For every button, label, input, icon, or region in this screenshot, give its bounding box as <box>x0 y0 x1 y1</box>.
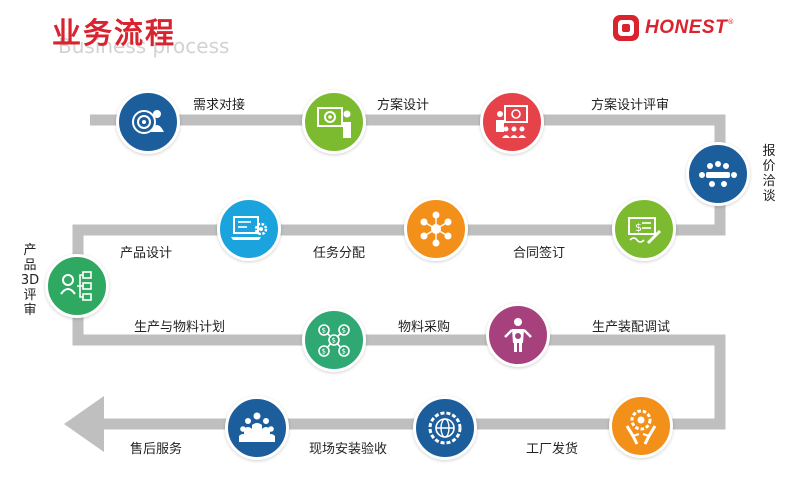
svg-text:$: $ <box>635 221 642 234</box>
presentation-gear-icon <box>317 107 351 138</box>
hands-gear-icon <box>625 409 657 445</box>
step-label-8-char: 产 <box>23 243 37 258</box>
step-label-7: 产品设计 <box>120 246 173 261</box>
step-label-9: 生产与物料计划 <box>134 320 226 335</box>
brand-name: HONEST <box>645 17 728 38</box>
step-label-10: 物料采购 <box>398 320 451 335</box>
step-label-8: 产 品 3D 评 审 <box>20 243 40 318</box>
step-label-4-char: 谈 <box>762 189 776 204</box>
step-label-6: 任务分配 <box>313 246 366 261</box>
svg-text:$: $ <box>342 327 346 335</box>
step-node-10 <box>486 303 550 367</box>
step-label-3: 方案设计评审 <box>591 98 670 113</box>
org-chart-icon <box>60 271 92 301</box>
purchase-person-icon <box>504 318 532 352</box>
svg-text:$: $ <box>322 348 326 356</box>
honest-logo-icon <box>613 15 639 41</box>
team-network-icon <box>420 211 452 247</box>
track-arrowhead <box>64 396 104 452</box>
step-node-3 <box>480 90 544 154</box>
team-group-icon <box>239 412 275 442</box>
track-path <box>72 114 726 430</box>
svg-text:$: $ <box>322 327 326 335</box>
svg-text:$: $ <box>342 348 346 356</box>
step-label-5: 合同签订 <box>513 246 566 261</box>
step-label-8-char: 3D <box>20 273 40 288</box>
step-node-1 <box>116 90 180 154</box>
review-meeting-icon <box>496 105 528 138</box>
step-label-4-char: 洽 <box>762 174 776 189</box>
step-label-8-char: 审 <box>23 303 37 318</box>
step-node-5: $ <box>612 197 676 261</box>
globe-gear-icon <box>428 411 462 445</box>
step-label-1: 需求对接 <box>193 98 246 113</box>
step-node-6 <box>404 197 468 261</box>
money-network-icon: $ $ $ $ $ <box>318 324 350 357</box>
step-node-7 <box>217 197 281 261</box>
page-subtitle: Business process <box>58 34 230 58</box>
step-node-12 <box>413 396 477 460</box>
step-node-13 <box>225 396 289 460</box>
step-label-2: 方案设计 <box>377 98 430 113</box>
svg-text:$: $ <box>332 337 336 345</box>
page-title: 业务流程 <box>52 16 177 50</box>
step-node-4 <box>686 142 750 206</box>
step-node-2 <box>302 90 366 154</box>
step-label-13: 现场安装验收 <box>309 442 388 457</box>
step-label-4-char: 报 <box>762 144 776 159</box>
brand-logo: HONEST ® <box>612 14 734 42</box>
contract-sign-icon: $ <box>628 217 662 245</box>
step-label-12: 工厂发货 <box>526 442 579 457</box>
step-label-14: 售后服务 <box>130 442 183 457</box>
step-label-8-char: 评 <box>23 288 37 303</box>
step-label-4: 报 价 洽 谈 <box>759 144 779 204</box>
step-label-4-char: 价 <box>762 159 776 174</box>
meeting-table-icon <box>699 161 737 187</box>
step-node-9: $ $ $ $ $ <box>302 308 366 372</box>
target-person-icon <box>132 110 164 134</box>
laptop-gear-icon <box>231 216 268 240</box>
step-label-8-char: 品 <box>23 258 37 273</box>
registered-mark: ® <box>727 18 735 26</box>
step-node-8 <box>45 254 109 318</box>
step-label-11: 生产装配调试 <box>592 320 671 335</box>
step-node-11 <box>609 394 673 458</box>
